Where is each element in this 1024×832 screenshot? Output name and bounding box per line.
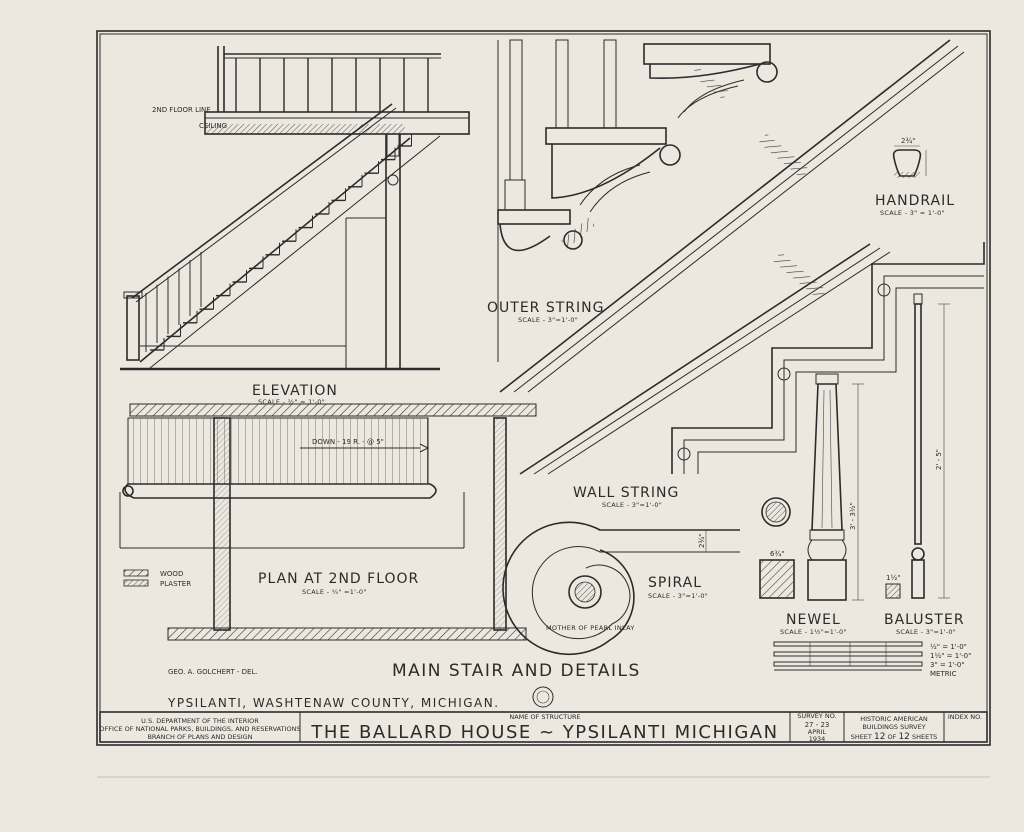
newel-scale: SCALE - 1½"=1'-0"	[780, 628, 847, 636]
spiral-drawing	[502, 521, 740, 656]
handrail-section	[892, 145, 927, 178]
legend-plaster: PLASTER	[160, 580, 191, 588]
spiral-dim: 2¾"	[698, 534, 706, 548]
spiral-title: SPIRAL	[648, 575, 702, 591]
legend-wood: WOOD	[160, 570, 183, 578]
handrail-title: HANDRAIL	[875, 193, 955, 209]
sheet-count: SHEET 12 OF 12 SHEETS	[851, 732, 938, 742]
wall-string-title: WALL STRING	[573, 485, 679, 501]
baluster-dim: 1½"	[886, 574, 900, 582]
survey-month: APRIL	[808, 728, 827, 736]
wall-string-drawing	[499, 39, 985, 475]
baluster-title: BALUSTER	[884, 612, 965, 628]
dept-line-1: U.S. DEPARTMENT OF THE INTERIOR	[141, 717, 259, 725]
handrail-scale: SCALE - 3" = 1'-0"	[880, 209, 945, 217]
structure-name: THE BALLARD HOUSE ~ YPSILANTI MICHIGAN	[310, 722, 778, 743]
elevation-scale: SCALE - ½" = 1'-0"	[258, 398, 325, 406]
dept-line-2: OFFICE OF NATIONAL PARKS, BUILDINGS, AND…	[99, 725, 300, 733]
habs-line-1: HISTORIC AMERICAN	[860, 715, 928, 723]
graphic-scale	[773, 641, 923, 671]
survey-caption: SURVEY NO.	[797, 712, 836, 720]
spiral-inlay-note: MOTHER OF PEARL INLAY	[546, 624, 635, 632]
newel-title: NEWEL	[786, 612, 841, 628]
outer-string-title: OUTER STRING	[487, 300, 604, 316]
habs-seal-icon	[532, 686, 554, 708]
scale-bar-label-1: ½" = 1'-0"	[930, 643, 967, 651]
plan-drawing	[119, 403, 537, 641]
habs-line-2: BUILDINGS SURVEY	[862, 723, 925, 731]
scale-bar-label-4: METRIC	[930, 670, 957, 678]
elevation-title: ELEVATION	[252, 383, 338, 399]
baluster-drawing	[885, 293, 950, 599]
spiral-scale: SCALE - 3"=1'-0"	[648, 592, 708, 600]
title-block	[99, 711, 988, 743]
handrail-dim: 2¾"	[901, 137, 915, 145]
scale-bar-label-3: 3" = 1'-0"	[930, 661, 965, 669]
floor-line-label: 2ND FLOOR LINE	[152, 106, 211, 114]
plan-title: PLAN AT 2ND FLOOR	[258, 571, 419, 587]
scale-bar-label-2: 1½" = 1'-0"	[930, 652, 971, 660]
name-caption: NAME OF STRUCTURE	[509, 713, 580, 721]
elevation-drawing	[120, 46, 470, 371]
survey-number: 27 - 23	[805, 721, 830, 729]
outer-string-drawing	[497, 39, 778, 362]
location-line: YPSILANTI, WASHTENAW COUNTY, MICHIGAN.	[167, 696, 500, 710]
wall-string-scale: SCALE - 3"=1'-0"	[602, 501, 662, 509]
plan-scale: SCALE - ¼" =1'-0"	[302, 588, 367, 596]
baluster-height-dim: 2' - 5"	[935, 449, 943, 470]
newel-base-dim: 6¾"	[770, 550, 784, 558]
newel-height-dim: 3' - 3½"	[849, 502, 857, 530]
outer-string-scale: SCALE - 3"=1'-0"	[518, 316, 578, 324]
plan-down-note: DOWN - 19 R. - @ 5"	[312, 438, 384, 446]
newel-drawing	[759, 373, 864, 601]
sheet-main-title: MAIN STAIR AND DETAILS	[392, 661, 641, 681]
ceiling-label: CEILING	[199, 122, 227, 130]
dept-line-3: BRANCH OF PLANS AND DESIGN	[147, 733, 252, 741]
index-caption: INDEX NO.	[948, 713, 982, 721]
baluster-scale: SCALE - 3"=1'-0"	[896, 628, 956, 636]
sheet-border-outer	[96, 30, 991, 746]
survey-year: 1934	[809, 735, 826, 743]
delineator-credit: GEO. A. GOLCHERT - DEL.	[168, 668, 258, 676]
